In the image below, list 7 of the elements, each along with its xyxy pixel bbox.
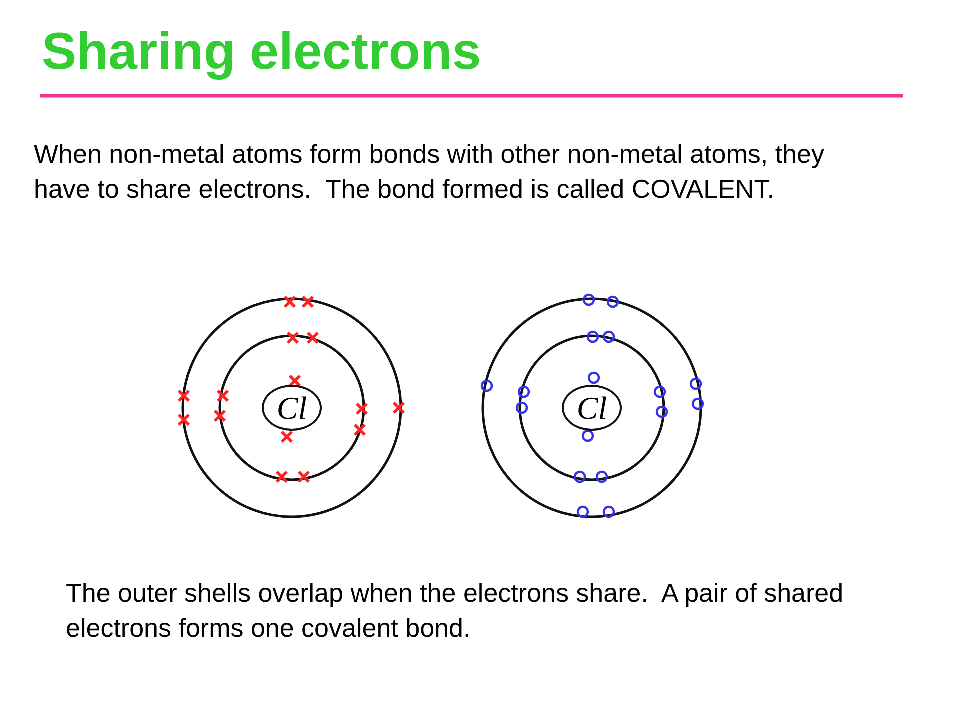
slide-title: Sharing electrons	[42, 22, 482, 82]
paragraph: The outer shells overlap when the electrons share. A pair of shared electrons forms one covalent bond.	[66, 577, 845, 645]
nucleus-ellipse	[262, 385, 322, 431]
nucleus-ellipse	[562, 385, 622, 431]
element-symbol: Cl	[576, 390, 608, 426]
paragraph: When non-metal atoms form bonds with other non-metal atoms, they have to share electrons. The bond formed is called COVALENT.	[34, 138, 826, 206]
element-symbol: Cl	[276, 390, 308, 426]
